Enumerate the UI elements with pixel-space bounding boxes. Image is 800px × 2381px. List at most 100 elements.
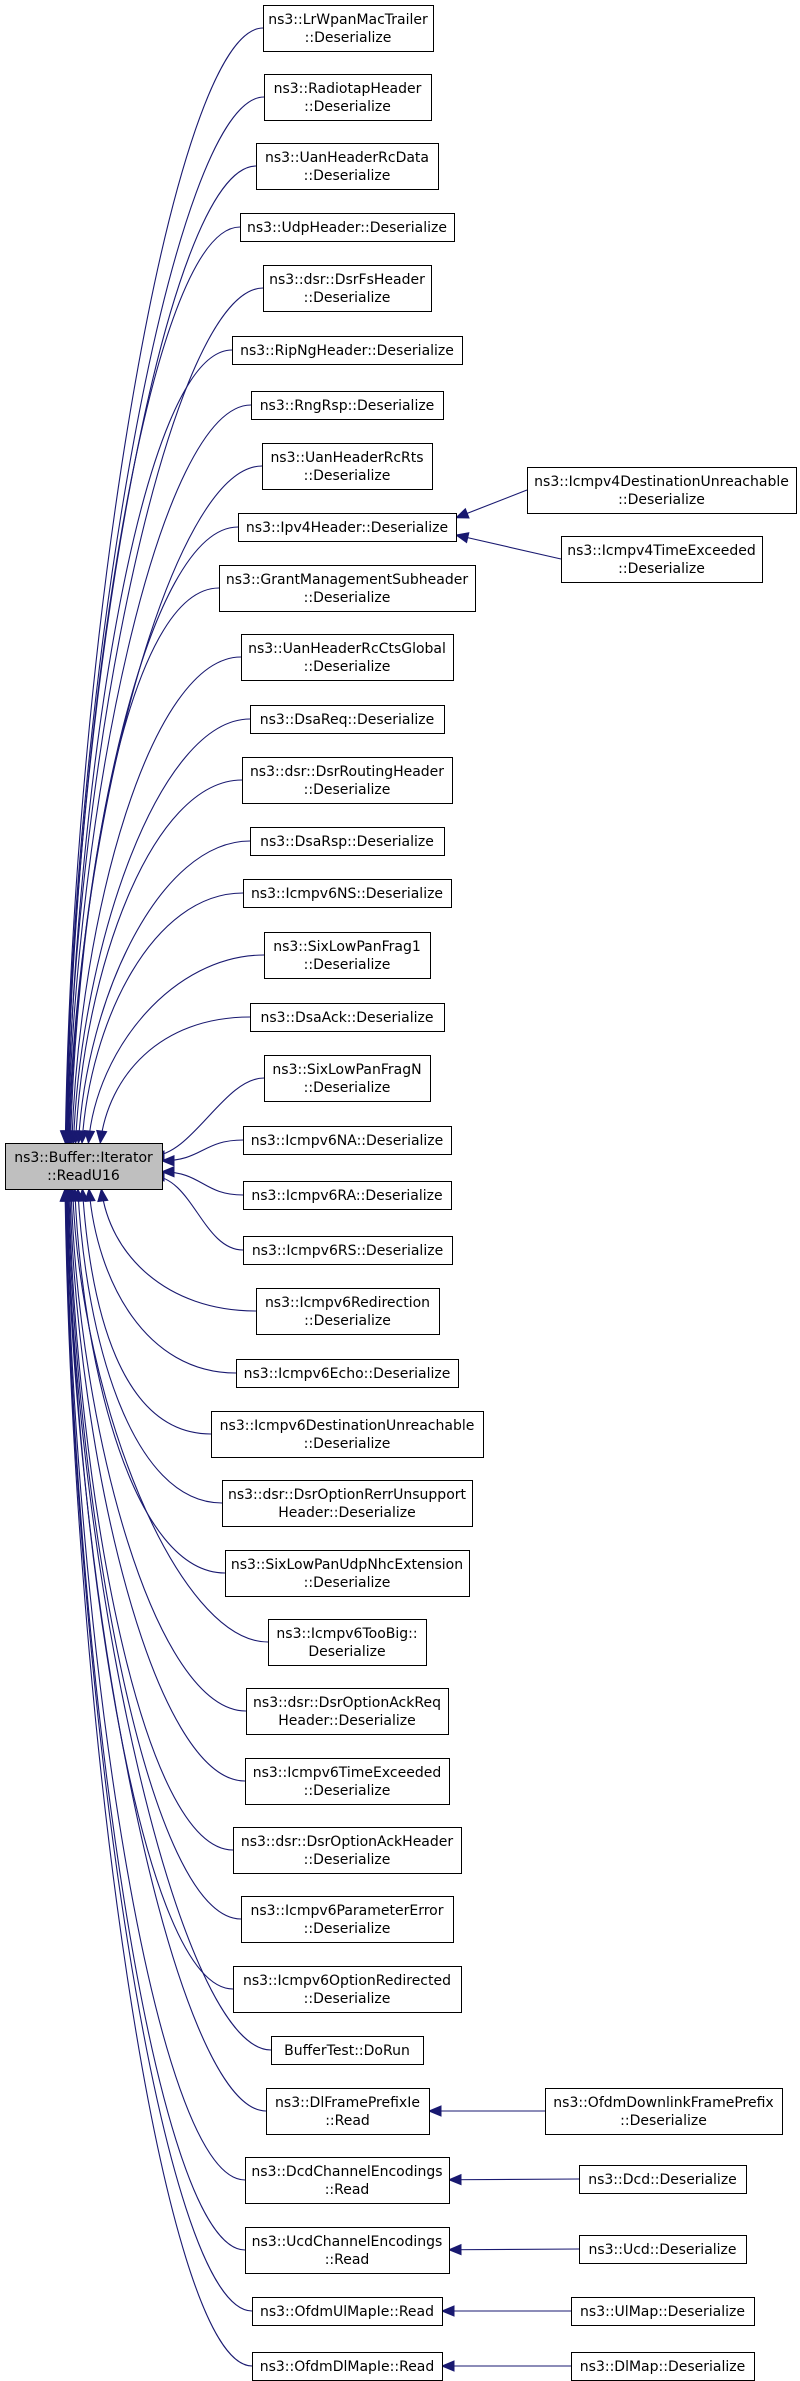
- node-grantmgmt[interactable]: ns3::GrantManagementSubheader::Deseriali…: [219, 565, 476, 612]
- node-label-line: ns3::Ipv4Header::Deserialize: [246, 520, 448, 536]
- node-dcd[interactable]: ns3::Dcd::Deserialize: [579, 2165, 747, 2194]
- node-label-line: ns3::Icmpv6RS::Deserialize: [252, 1243, 443, 1259]
- node-ofdmdlprefix[interactable]: ns3::OfdmDownlinkFramePrefix::Deserializ…: [545, 2088, 783, 2135]
- node-icmpv6dest[interactable]: ns3::Icmpv6DestinationUnreachable::Deser…: [211, 1411, 484, 1458]
- node-icmpv6optredir[interactable]: ns3::Icmpv6OptionRedirected::Deserialize: [233, 1966, 462, 2013]
- node-box: [251, 391, 444, 420]
- edge-dsrack-to-root: [68, 1188, 234, 1851]
- edge-arrowhead: [454, 507, 470, 519]
- node-label-line: ::Deserialize: [620, 2113, 707, 2129]
- node-box: [264, 74, 432, 121]
- node-sixudpnhc[interactable]: ns3::SixLowPanUdpNhcExtension::Deseriali…: [225, 1550, 470, 1597]
- node-box: [579, 2235, 747, 2264]
- node-dsarsp[interactable]: ns3::DsaRsp::Deserialize: [250, 827, 445, 856]
- node-dsrackreq[interactable]: ns3::dsr::DsrOptionAckReqHeader::Deseria…: [246, 1688, 449, 1735]
- node-label-line: ns3::OfdmDlMapIe::Read: [260, 2359, 435, 2375]
- node-label-line: ::Deserialize: [304, 1921, 391, 1937]
- node-label-line: ns3::SixLowPanFrag1: [273, 939, 421, 955]
- node-sixfrag1[interactable]: ns3::SixLowPanFrag1::Deserialize: [264, 932, 431, 979]
- node-label-line: ns3::RipNgHeader::Deserialize: [240, 343, 454, 359]
- node-buffertest[interactable]: BufferTest::DoRun: [271, 2036, 424, 2065]
- node-box: [264, 1055, 431, 1102]
- node-label-line: ns3::RngRsp::Deserialize: [260, 398, 435, 414]
- edge-grantmgmt-to-root: [69, 587, 220, 1144]
- edge-icmpv6param-to-root: [67, 1188, 242, 1920]
- edges-layer: [59, 27, 580, 2372]
- node-icmpv6toobig[interactable]: ns3::Icmpv6TooBig::Deserialize: [268, 1619, 427, 1666]
- edge-ucd-to-ucdchan: [448, 2248, 580, 2251]
- node-label-line: ns3::DlMap::Deserialize: [580, 2359, 745, 2375]
- node-box: [245, 2227, 450, 2274]
- node-box: [268, 1619, 427, 1666]
- node-label-line: ns3::Icmpv4DestinationUnreachable: [534, 474, 789, 490]
- node-box: [5, 1143, 163, 1190]
- node-label-line: ::Deserialize: [304, 1436, 391, 1452]
- node-box: [263, 5, 434, 52]
- node-icmpv6rs[interactable]: ns3::Icmpv6RS::Deserialize: [243, 1236, 453, 1265]
- node-dsareq[interactable]: ns3::DsaReq::Deserialize: [250, 705, 445, 734]
- node-dsrrouting[interactable]: ns3::dsr::DsrRoutingHeader::Deserialize: [242, 757, 453, 804]
- node-label-line: ns3::UanHeaderRcCtsGlobal: [248, 641, 446, 657]
- node-box: [245, 2157, 450, 2204]
- edge-dsrackreq-to-root: [70, 1188, 247, 1712]
- node-label-line: ::Deserialize: [304, 590, 391, 606]
- node-icmpv4dest[interactable]: ns3::Icmpv4DestinationUnreachable::Deser…: [527, 467, 797, 514]
- node-icmpv6time[interactable]: ns3::Icmpv6TimeExceeded::Deserialize: [245, 1758, 450, 1805]
- node-uanrccts[interactable]: ns3::UanHeaderRcCtsGlobal::Deserialize: [241, 634, 454, 681]
- node-dlframe[interactable]: ns3::DlFramePrefixIe::Read: [266, 2088, 430, 2135]
- node-udp[interactable]: ns3::UdpHeader::Deserialize: [240, 213, 455, 242]
- node-ofdmdl[interactable]: ns3::OfdmDlMapIe::Read: [252, 2352, 443, 2381]
- node-dsaack[interactable]: ns3::DsaAck::Deserialize: [250, 1003, 445, 1032]
- node-label-line: ::Deserialize: [618, 492, 705, 508]
- edge-icmpv6rs-to-root: [151, 1175, 244, 1251]
- node-ulmap[interactable]: ns3::UlMap::Deserialize: [571, 2297, 755, 2326]
- node-box: [256, 1288, 440, 1335]
- node-label-line: ns3::UanHeaderRcRts: [270, 450, 423, 466]
- edge-ucdchan-to-root: [64, 1188, 246, 2251]
- node-box: [527, 467, 797, 514]
- node-icmpv6ns[interactable]: ns3::Icmpv6NS::Deserialize: [243, 879, 452, 908]
- node-ucdchan[interactable]: ns3::UcdChannelEncodings::Read: [245, 2227, 450, 2274]
- node-dcdchan[interactable]: ns3::DcdChannelEncodings::Read: [245, 2157, 450, 2204]
- node-icmpv4time[interactable]: ns3::Icmpv4TimeExceeded::Deserialize: [561, 536, 763, 583]
- node-icmpv6echo[interactable]: ns3::Icmpv6Echo::Deserialize: [236, 1359, 459, 1388]
- node-box: [243, 1126, 452, 1155]
- node-root[interactable]: ns3::Buffer::Iterator::ReadU16: [5, 1143, 163, 1190]
- node-box: [243, 1236, 453, 1265]
- node-radiotap[interactable]: ns3::RadiotapHeader::Deserialize: [264, 74, 432, 121]
- node-icmpv6redir[interactable]: ns3::Icmpv6Redirection::Deserialize: [256, 1288, 440, 1335]
- node-icmpv6na[interactable]: ns3::Icmpv6NA::Deserialize: [243, 1126, 452, 1155]
- edge-arrowhead: [83, 1130, 96, 1145]
- edge-icmpv6ns-to-root: [81, 892, 244, 1144]
- node-label-line: ns3::DsaReq::Deserialize: [260, 712, 434, 728]
- edge-rngrsp-to-root: [67, 404, 252, 1144]
- node-dsrfs[interactable]: ns3::dsr::DsrFsHeader::Deserialize: [263, 265, 432, 312]
- node-uanrcdata[interactable]: ns3::UanHeaderRcData::Deserialize: [256, 143, 439, 190]
- node-dsrrerr[interactable]: ns3::dsr::DsrOptionRerrUnsupportHeader::…: [222, 1480, 473, 1527]
- node-sixfragn[interactable]: ns3::SixLowPanFragN::Deserialize: [264, 1055, 431, 1102]
- node-label-line: ::Deserialize: [304, 1080, 391, 1096]
- node-label-line: ns3::Dcd::Deserialize: [588, 2172, 737, 2188]
- node-rngrsp[interactable]: ns3::RngRsp::Deserialize: [251, 391, 444, 420]
- edge-icmpv6time-to-root: [69, 1188, 246, 1782]
- node-label-line: ::Deserialize: [304, 468, 391, 484]
- node-ripng[interactable]: ns3::RipNgHeader::Deserialize: [232, 336, 463, 365]
- node-label-line: Header::Deserialize: [278, 1505, 415, 1521]
- node-icmpv6param[interactable]: ns3::Icmpv6ParameterError::Deserialize: [241, 1896, 454, 1943]
- node-uanrcrts[interactable]: ns3::UanHeaderRcRts::Deserialize: [262, 443, 433, 490]
- edge-arrowhead: [97, 1187, 109, 1203]
- node-ofdmul[interactable]: ns3::OfdmUlMapIe::Read: [252, 2297, 443, 2326]
- node-dsrack[interactable]: ns3::dsr::DsrOptionAckHeader::Deserializ…: [233, 1827, 462, 1874]
- edge-dsrrouting-to-root: [74, 779, 243, 1144]
- node-ipv4[interactable]: ns3::Ipv4Header::Deserialize: [238, 513, 457, 542]
- node-label-line: ::Deserialize: [304, 782, 391, 798]
- node-dlmap[interactable]: ns3::DlMap::Deserialize: [571, 2352, 755, 2381]
- node-lrwpan[interactable]: ns3::LrWpanMacTrailer::Deserialize: [263, 5, 434, 52]
- node-box: [243, 1181, 452, 1210]
- node-ucd[interactable]: ns3::Ucd::Deserialize: [579, 2235, 747, 2264]
- node-icmpv6ra[interactable]: ns3::Icmpv6RA::Deserialize: [243, 1181, 452, 1210]
- node-label-line: ns3::OfdmUlMapIe::Read: [260, 2304, 434, 2320]
- node-label-line: ns3::Icmpv6Redirection: [265, 1295, 430, 1311]
- node-box: [232, 336, 463, 365]
- node-label-line: ns3::dsr::DsrOptionAckHeader: [241, 1834, 454, 1850]
